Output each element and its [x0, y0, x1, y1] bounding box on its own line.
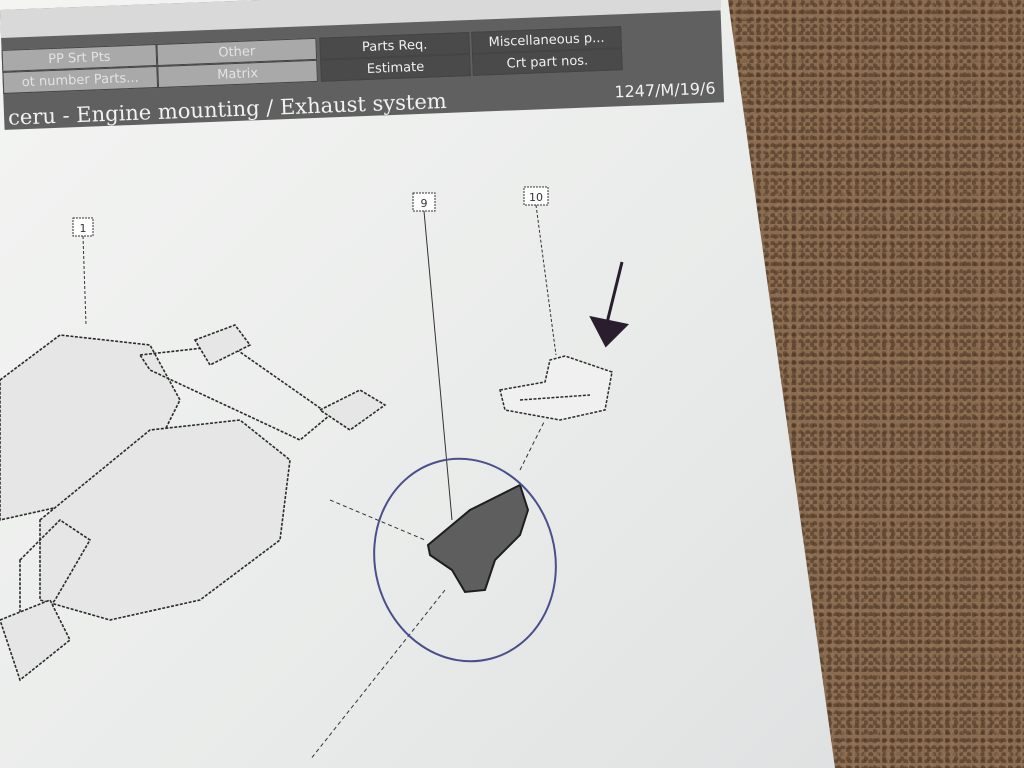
assembly-lines: [309, 419, 546, 761]
hand-drawn-arrow-icon: [589, 261, 630, 348]
bracket-part-10: [499, 355, 613, 421]
hand-drawn-circle: [373, 457, 557, 663]
callout-10: 10: [523, 186, 557, 356]
callout-9-label: 9: [421, 197, 428, 210]
silencer-drawing: [0, 324, 387, 682]
callout-10-label: 10: [529, 191, 543, 204]
callout-1: 1: [72, 217, 94, 326]
callout-1-label: 1: [80, 222, 87, 235]
callout-9: 9: [412, 192, 453, 521]
rubber-mount-part-9: [426, 483, 530, 594]
